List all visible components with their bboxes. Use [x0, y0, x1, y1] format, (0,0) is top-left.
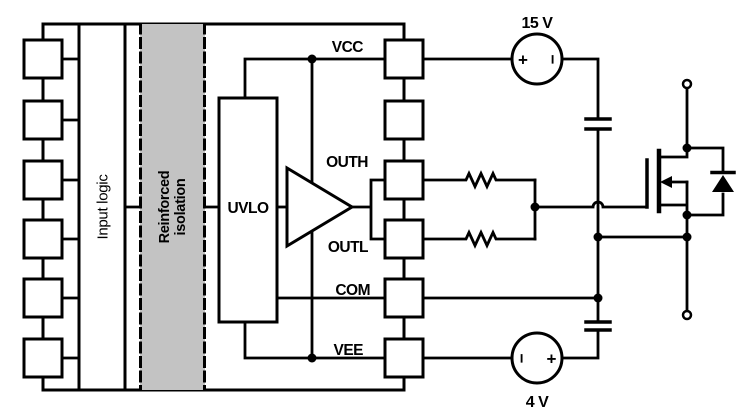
output-terminal-top: [681, 78, 693, 90]
mosfet-body-arrow-icon: [660, 176, 672, 188]
input-pin-column: [22, 38, 64, 379]
resistor-outh: [421, 170, 537, 190]
junction-dot: [530, 202, 540, 212]
input-logic-label: Input logic: [95, 174, 112, 240]
voltage-source-circle: [510, 331, 564, 385]
input-pin-square: [22, 38, 64, 80]
voltage-source-circle: [510, 32, 564, 86]
input-pin-square: [22, 159, 64, 201]
pin-label-vee: VEE: [333, 342, 363, 359]
wire-body-diode-loop: [685, 146, 725, 217]
pin-square-vee: [383, 337, 425, 379]
output-terminal-bottom: [681, 309, 693, 321]
wire-vcc: [243, 57, 514, 100]
pin-label-com: COM: [335, 282, 370, 299]
junction-dot: [307, 54, 317, 64]
mosfet-source-connection: [657, 180, 689, 217]
capacitor-top: [584, 117, 612, 131]
mosfet: [645, 86, 689, 313]
junction-dots: [307, 54, 692, 363]
plus-sign: +: [518, 51, 528, 70]
isolation-label-line2: isolation: [173, 179, 189, 236]
pin-square-vcc: [383, 38, 425, 80]
voltage-source-15v: [510, 32, 564, 86]
junction-dot: [682, 210, 692, 220]
wire-gate-with-hop: [533, 200, 649, 209]
wire-top-rail: [560, 57, 600, 121]
wire-bottom-rail: [560, 328, 600, 360]
pin-square-nc: [383, 99, 425, 141]
supply-4v-label: 4 V: [526, 394, 549, 411]
isolation-label-line1: Reinforced: [157, 171, 173, 244]
input-pin-square: [22, 277, 64, 319]
minus-sign: −: [543, 55, 562, 65]
wire-vee: [243, 320, 514, 360]
input-pin-square: [22, 99, 64, 141]
isolation-band-fill: [140, 24, 205, 390]
junction-dot: [593, 293, 603, 303]
wire-input-stubs: [60, 57, 81, 360]
body-diode: [685, 146, 736, 217]
resistor-outl: [421, 229, 537, 249]
uvlo-label: UVLO: [227, 200, 269, 217]
isolation-band: [139, 22, 206, 392]
ic-outline: [41, 22, 406, 392]
junction-dot: [307, 353, 317, 363]
pin-square-outh: [383, 159, 425, 201]
buffer-triangle: [285, 165, 355, 249]
plus-sign: +: [547, 350, 557, 369]
pin-label-outh: OUTH: [326, 154, 368, 171]
pin-square-com: [383, 277, 425, 319]
pin-label-outl: OUTL: [328, 239, 368, 256]
minus-sign: −: [512, 354, 531, 364]
junction-dot: [682, 143, 692, 153]
input-pin-square: [22, 337, 64, 379]
voltage-source-4v: [510, 331, 564, 385]
junction-dot: [682, 232, 692, 242]
wire-buffer-output: [350, 178, 388, 241]
input-pin-square: [22, 218, 64, 260]
supply-15v-label: 15 V: [522, 15, 554, 32]
pin-square-outl: [383, 218, 425, 260]
pin-label-vcc: VCC: [332, 39, 364, 56]
junction-dot: [593, 232, 603, 242]
diode-triangle-icon: [712, 175, 734, 192]
uvlo-block: [217, 96, 279, 324]
output-pin-column: [383, 38, 425, 379]
